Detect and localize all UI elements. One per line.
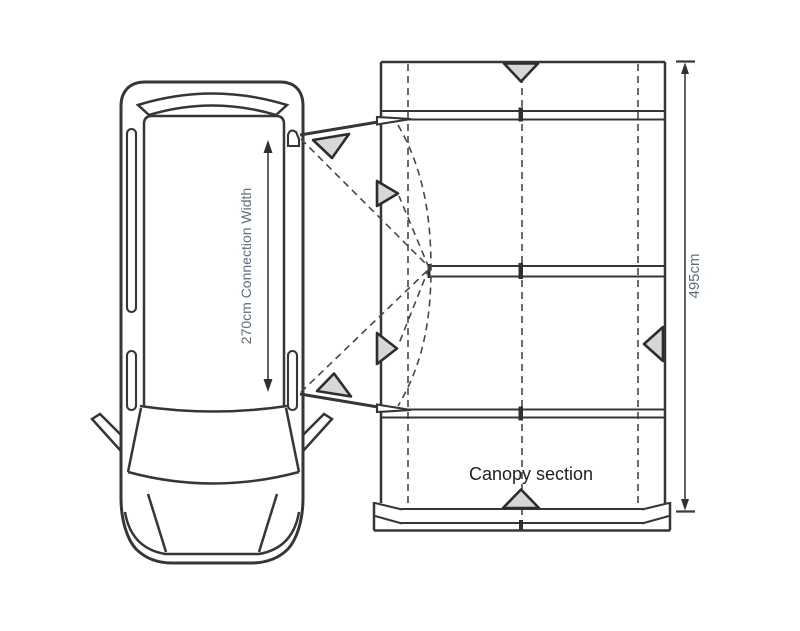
van-a-pillar-right — [284, 407, 301, 473]
van-bonnet-crease-right — [257, 493, 279, 553]
peg-icon — [375, 179, 400, 208]
van-front-bumper — [123, 511, 301, 556]
pole-joint-tick — [518, 406, 523, 421]
depth-label: 495cm — [686, 253, 703, 298]
awning-main-section — [379, 60, 667, 529]
van-body-outline — [119, 80, 305, 565]
peg-icon — [311, 132, 351, 160]
bar-bevel — [641, 514, 670, 525]
tunnel-top-edge — [299, 120, 379, 137]
awning-pole-3 — [381, 406, 664, 421]
van-roof-panel — [142, 114, 286, 407]
bar-bevel — [374, 514, 403, 525]
bar-bevel — [374, 501, 403, 511]
van-rail-left-lower — [125, 349, 138, 412]
arrow-down-icon — [681, 499, 689, 511]
van-windscreen-bottom — [127, 470, 300, 485]
awning-seam-guides — [407, 64, 639, 529]
arrow-up-icon — [263, 140, 273, 153]
bar-joint-tick — [519, 520, 523, 530]
canopy-section-label: Canopy section — [469, 464, 593, 484]
pole-joint-tick — [518, 107, 523, 122]
van-rail-left-upper — [125, 127, 138, 314]
peg-icon — [375, 331, 399, 366]
tunnel-bottom-edge — [299, 392, 379, 409]
peg-icon — [315, 372, 353, 398]
connection-width-label: 270cm Connection Width — [238, 188, 254, 344]
awning-pole-1 — [381, 107, 664, 122]
peg-icon — [642, 325, 665, 363]
arrow-up-icon — [681, 62, 689, 74]
depth-dimension: 495cm — [676, 60, 703, 513]
awning-pole-2 — [427, 263, 664, 279]
van-top-view — [90, 80, 334, 565]
peg-icon — [501, 488, 541, 510]
van-awning-rail-end — [286, 129, 301, 148]
van-bonnet-crease-left — [146, 493, 168, 553]
van-rail-right-lower — [286, 349, 299, 412]
tunnel-fold-bottom — [375, 403, 412, 414]
guy-line — [300, 268, 430, 393]
tunnel-fold-top — [375, 115, 412, 126]
van-a-pillar-left — [126, 407, 143, 473]
guy-line — [300, 138, 430, 268]
arrow-down-icon — [263, 379, 273, 392]
guy-line — [397, 267, 430, 347]
tunnel-guy-lines — [300, 124, 432, 407]
connection-width-dimension: 270cm Connection Width — [238, 140, 273, 392]
pole-end-cap — [427, 264, 431, 278]
peg-markers — [311, 62, 665, 510]
canopy-bottom-bar — [372, 501, 672, 532]
pole-joint-tick — [518, 263, 523, 279]
guy-line — [398, 195, 430, 269]
connection-tunnel — [299, 115, 432, 414]
van-windscreen-top — [139, 404, 288, 413]
peg-icon — [502, 62, 540, 83]
bar-bevel — [641, 501, 670, 511]
van-rear-window — [135, 92, 290, 117]
tunnel-curve — [397, 124, 432, 407]
